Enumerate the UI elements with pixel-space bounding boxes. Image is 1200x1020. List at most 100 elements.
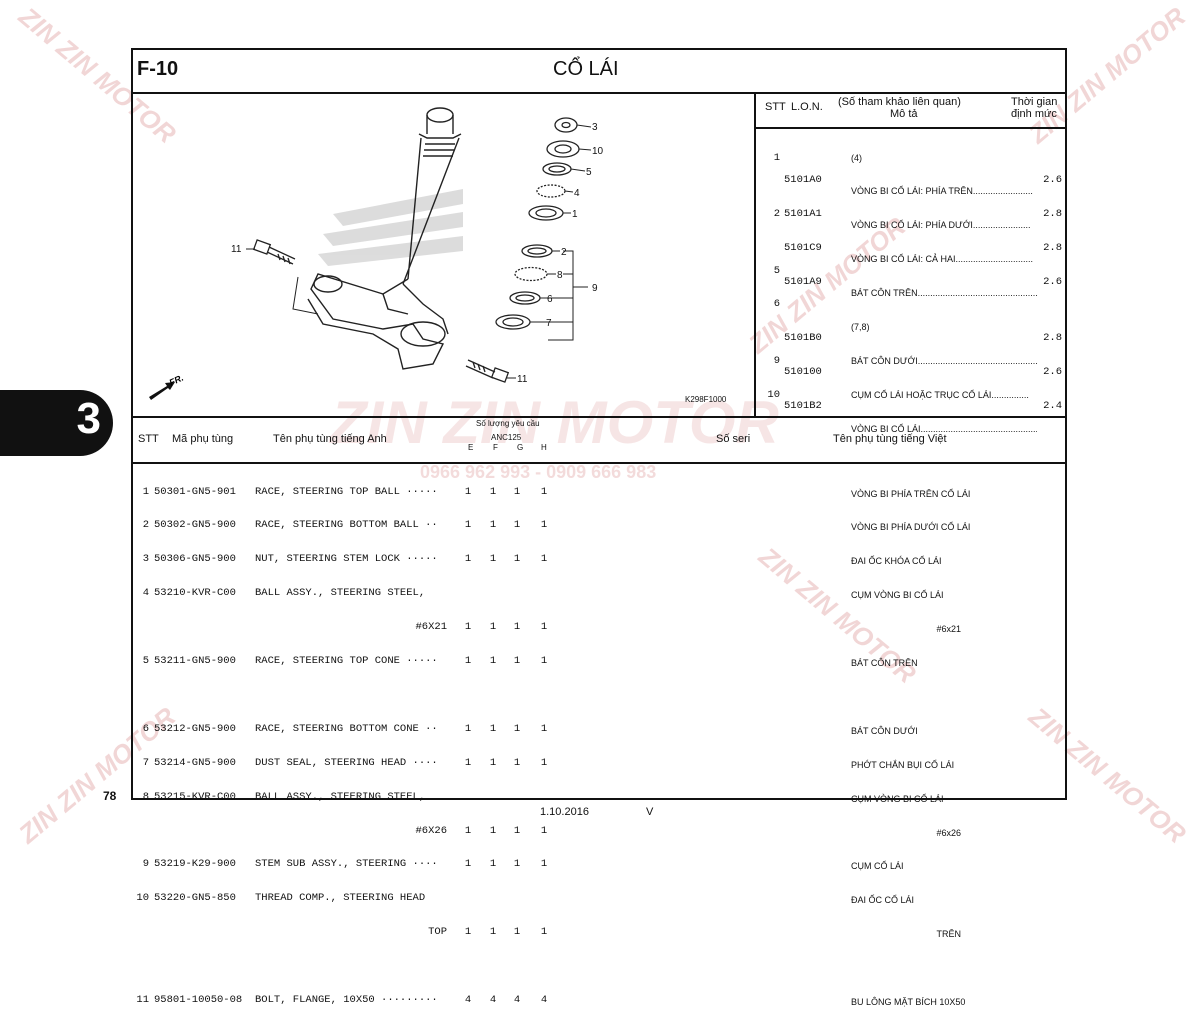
lon-desc: VÒNG BI CỔ LÁI: PHÍA TRÊN...............… — [851, 186, 1033, 197]
part-name-vi — [851, 692, 961, 703]
steering-stem — [307, 107, 462, 370]
callout: 2 — [561, 247, 567, 258]
part-name: BALL ASSY., STEERING STEEL, — [255, 790, 426, 803]
lon-time-column: 2.6 2.8 2.8 2.6 2.8 2.6 2.4 — [1038, 130, 1062, 424]
part-name-vi: ĐAI ỐC CỔ LÁI — [851, 895, 915, 906]
lon-stt: 10 — [767, 388, 780, 401]
part-code: 53212-GN5-900 — [154, 722, 236, 735]
qty — [462, 893, 474, 904]
lon-desc: VÒNG BI CỔ LÁI: PHÍA DƯỚI...............… — [851, 220, 1031, 231]
parts-header-code: Mã phụ tùng — [172, 433, 234, 445]
lon-time: 2.8 — [1043, 332, 1062, 345]
part-name-vi: CỤM VÒNG BI CỔ LÁI — [851, 793, 944, 804]
qty — [487, 690, 499, 701]
flange-bolt-lower — [465, 359, 510, 383]
part-stt: 4 — [142, 587, 149, 600]
page-frame — [131, 48, 1067, 800]
qty: 1 — [464, 655, 472, 668]
lon-header-desc: Mô tả — [890, 108, 918, 120]
part-code — [154, 622, 242, 633]
part-stt: 5 — [142, 655, 149, 668]
lon-time: 2.8 — [1043, 241, 1062, 254]
parts-header-model: ANC125 — [491, 433, 522, 442]
lon-time: 2.8 — [1043, 208, 1062, 221]
page-number: 78 — [103, 789, 117, 803]
qty — [487, 588, 499, 599]
section-number: 3 — [76, 394, 101, 443]
part-name — [255, 961, 447, 972]
qty — [511, 588, 523, 599]
lon-desc: (7,8) — [851, 322, 870, 333]
qty: 1 — [464, 485, 472, 498]
parts-header-qty: Số lượng yêu cầu — [476, 419, 540, 428]
qty: 1 — [489, 621, 497, 634]
qty — [511, 961, 523, 972]
qty: 1 — [540, 824, 548, 837]
divider — [131, 462, 1067, 464]
part-stt: 6 — [142, 722, 149, 735]
part-code — [154, 826, 242, 837]
front-arrow-icon: FR. — [149, 373, 185, 400]
lon-code: 5101C9 — [784, 241, 822, 254]
part-code: 95801-10050-08 — [154, 993, 243, 1006]
lon-desc: BÁT CÔN DƯỚI............................… — [851, 355, 1037, 366]
part-name-vi: TRÊN — [936, 929, 962, 940]
part-name-vi: ĐAI ỐC KHÓA CỔ LÁI — [851, 556, 942, 567]
callout: 1 — [572, 209, 578, 220]
divider — [131, 416, 1067, 418]
qty — [538, 893, 550, 904]
qty: 1 — [540, 756, 548, 769]
qty — [538, 961, 550, 972]
part-name-vi: #6x26 — [936, 827, 961, 838]
qty: 1 — [464, 722, 472, 735]
lon-desc: BÁT CÔN TRÊN............................… — [851, 288, 1037, 299]
footer-version: V — [646, 806, 654, 818]
part-stt: 3 — [142, 553, 149, 566]
qty: 1 — [513, 858, 521, 871]
footer-date: 1.10.2016 — [540, 806, 589, 818]
part-name-vi: BÁT CÔN TRÊN — [851, 658, 918, 669]
qty — [487, 792, 499, 803]
lon-header-stt: STT — [765, 101, 786, 113]
qty-col-e: 1 1 1 1 1 1 1 1 1 1 4 — [462, 464, 474, 1018]
qty: 1 — [540, 553, 548, 566]
watermark-phone: 0966 962 993 - 0909 666 983 — [420, 462, 657, 482]
lon-code: 510100 — [784, 366, 822, 379]
callout: 4 — [574, 188, 580, 199]
lon-time: 2.4 — [1043, 400, 1062, 413]
qty — [462, 792, 474, 803]
part-name: NUT, STEERING STEM LOCK ····· — [255, 553, 438, 566]
parts-header-serial: Số seri — [716, 433, 751, 445]
part-stt: 1 — [142, 485, 149, 498]
lon-desc: VÒNG BI CỔ LÁI..........................… — [851, 423, 1037, 434]
part-name: STEM SUB ASSY., STEERING ···· — [255, 858, 438, 871]
part-code — [154, 961, 242, 972]
divider — [754, 92, 756, 417]
qty: 1 — [540, 858, 548, 871]
part-name: BALL ASSY., STEERING STEEL, — [255, 587, 426, 600]
qty: 1 — [540, 655, 548, 668]
lon-stt: 9 — [773, 354, 780, 367]
part-code: 50301-GN5-901 — [154, 485, 236, 498]
lon-desc-column: (4) VÒNG BI CỔ LÁI: PHÍA TRÊN...........… — [851, 130, 1037, 446]
qty: 1 — [464, 756, 472, 769]
callout: 8 — [557, 270, 563, 281]
parts-header-col: G — [517, 443, 524, 452]
callout: 6 — [547, 294, 553, 305]
part-code: 53220-GN5-850 — [154, 892, 236, 905]
part-name: RACE, STEERING TOP CONE ····· — [255, 655, 438, 668]
qty — [511, 893, 523, 904]
lon-code: 5101A0 — [784, 174, 822, 187]
qty — [538, 588, 550, 599]
qty — [538, 792, 550, 803]
part-code: 50306-GN5-900 — [154, 553, 236, 566]
parts-header-col: E — [468, 443, 474, 452]
section-tab: 3 — [0, 390, 113, 456]
parts-header-name-vi: Tên phụ tùng tiếng Việt — [833, 433, 947, 445]
qty: 4 — [513, 993, 521, 1006]
qty — [462, 690, 474, 701]
qty: 1 — [489, 519, 497, 532]
parts-header-col: H — [541, 443, 547, 452]
qty: 1 — [464, 824, 472, 837]
flange-bolt-upper — [252, 239, 296, 265]
